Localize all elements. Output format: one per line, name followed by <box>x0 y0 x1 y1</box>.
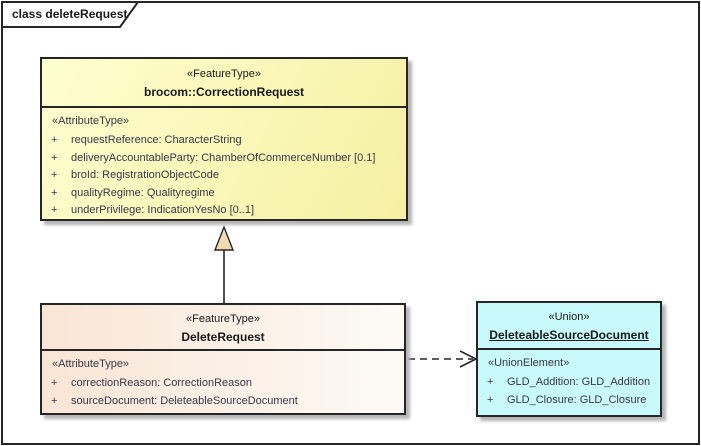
attribute-text: requestReference: CharacterString <box>71 134 242 146</box>
attribute-text: correctionReason: CorrectionReason <box>71 377 252 389</box>
attribute-text: broId: RegistrationObjectCode <box>71 169 219 181</box>
class-delete-request[interactable]: «FeatureType» DeleteRequest «AttributeTy… <box>40 303 406 415</box>
attribute-text: GLD_Closure: GLD_Closure <box>507 393 647 406</box>
attribute-row: + requestReference: CharacterString <box>42 132 406 150</box>
attribute-compartment: «AttributeType» + correctionReason: Corr… <box>42 351 404 410</box>
class-name: DeleteRequest <box>181 330 265 344</box>
visibility: + <box>51 204 58 216</box>
attribute-stereotype: «AttributeType» <box>52 115 130 127</box>
class-name: brocom::CorrectionRequest <box>143 85 304 99</box>
class-correction-request[interactable]: «FeatureType» brocom::CorrectionRequest … <box>40 57 408 221</box>
attribute-text: GLD_Addition: GLD_Addition <box>507 376 651 388</box>
attribute-row: + correctionReason: CorrectionReason <box>42 375 404 393</box>
visibility: + <box>487 376 494 388</box>
visibility: + <box>51 186 58 199</box>
attribute-text: qualityRegime: Qualityregime <box>71 186 215 199</box>
attribute-stereotype: «UnionElement» <box>488 357 570 369</box>
attribute-compartment: «UnionElement» + GLD_Addition: GLD_Addit… <box>478 350 660 409</box>
class-header: «FeatureType» DeleteRequest <box>42 305 404 351</box>
stereotype-label: «FeatureType» <box>186 313 260 325</box>
attribute-row: + broId: RegistrationObjectCode <box>42 167 406 185</box>
attribute-row: + sourceDocument: DeleteableSourceDocume… <box>42 393 404 411</box>
visibility: + <box>51 151 58 164</box>
diagram-title: class deleteRequest <box>12 7 128 21</box>
diagram-title-tab: class deleteRequest <box>1 1 143 29</box>
class-header: «Union» DeleteableSourceDocument <box>478 303 660 350</box>
attribute-row: + qualityRegime: Qualityregime <box>42 185 406 203</box>
stereotype-label: «FeatureType» <box>187 68 261 80</box>
visibility: + <box>51 377 58 389</box>
attribute-row: + GLD_Addition: GLD_Addition <box>478 374 660 392</box>
attribute-text: deliveryAccountableParty: ChamberOfComme… <box>71 151 376 164</box>
tab-shape <box>1 1 140 28</box>
attribute-text: underPrivilege: IndicationYesNo [0..1] <box>71 204 255 216</box>
attribute-row: + deliveryAccountableParty: ChamberOfCom… <box>42 150 406 168</box>
attribute-compartment: «AttributeType» + requestReference: Char… <box>42 108 406 220</box>
attribute-row: + underPrivilege: IndicationYesNo [0..1] <box>42 202 406 220</box>
attribute-stereotype: «AttributeType» <box>52 358 130 370</box>
visibility: + <box>51 169 58 181</box>
visibility: + <box>51 134 58 146</box>
visibility: + <box>487 393 494 406</box>
class-name: DeleteableSourceDocument <box>489 328 649 342</box>
class-header: «FeatureType» brocom::CorrectionRequest <box>42 59 406 108</box>
visibility: + <box>51 394 58 407</box>
stereotype-label: «Union» <box>548 311 590 323</box>
attribute-row: + GLD_Closure: GLD_Closure <box>478 392 660 410</box>
class-deleteable-source-document[interactable]: «Union» DeleteableSourceDocument «UnionE… <box>476 301 662 417</box>
attribute-text: sourceDocument: DeleteableSourceDocument <box>71 394 298 407</box>
